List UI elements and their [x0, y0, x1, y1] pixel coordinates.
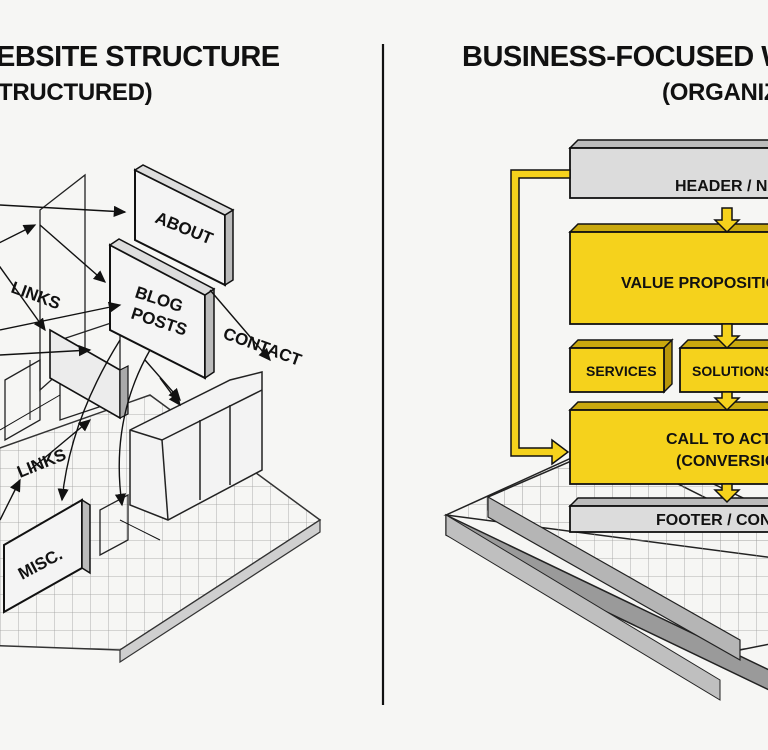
arrow: [114, 349, 151, 507]
value-proposition-block: VALUE PROPOSITION: [568, 223, 768, 325]
links-top-label: LINKS: [9, 278, 63, 313]
cta-label-line1: CALL TO ACTIO: [666, 431, 768, 448]
header-label: HEADER / NA: [675, 178, 768, 195]
services-block: SERVICES: [568, 338, 674, 394]
flow-arrow-down-4: [713, 483, 741, 504]
header-block: HEADER / NA: [568, 139, 768, 199]
arrow: [159, 377, 181, 407]
left-subtitle: TRUCTURED): [0, 79, 152, 106]
left-panel: EBSITE STRUCTURE TRUCTURED): [0, 41, 322, 664]
flow-arrow-down-2: [713, 323, 741, 350]
cta-label-line2: (CONVERSION: [676, 453, 768, 470]
arrow: [0, 224, 37, 244]
arrow: [0, 301, 122, 331]
solutions-label: SOLUTIONS: [692, 363, 768, 379]
services-label: SERVICES: [586, 363, 657, 379]
footer-block: FOOTER / CONT: [568, 497, 768, 533]
footer-label: FOOTER / CONT: [656, 512, 768, 529]
small-card: [49, 328, 129, 420]
flow-arrow-down-1: [713, 207, 741, 234]
arrow: [0, 345, 92, 357]
wireframe-box-center: [129, 371, 263, 521]
misc-panel: MISC.: [3, 498, 91, 614]
right-title: BUSINESS-FOCUSED WEI: [462, 41, 768, 73]
arrow: [0, 204, 127, 217]
wire-lines: [0, 360, 161, 541]
arrow: [39, 224, 107, 283]
value-proposition-label: VALUE PROPOSITION: [621, 275, 768, 292]
arrow: [144, 359, 181, 402]
right-subtitle: (ORGANIZE: [662, 79, 768, 106]
right-panel: BUSINESS-FOCUSED WEI (ORGANIZE HEADER / …: [443, 41, 768, 701]
arrow: [0, 265, 46, 332]
contact-label: CONTACT: [221, 324, 305, 370]
arrow: [29, 419, 92, 471]
arrow: [0, 478, 21, 521]
solutions-block: SOLUTIONS: [678, 339, 768, 393]
flow-arrows: [510, 169, 741, 504]
loop-arrow: [510, 169, 571, 466]
call-to-action-block: CALL TO ACTIO (CONVERSION: [568, 401, 768, 485]
blog-posts-panel: BLOG POSTS: [108, 238, 216, 380]
arrow: [209, 289, 271, 362]
about-panel: ABOUT: [133, 164, 235, 287]
flow-arrow-down-3: [713, 391, 741, 412]
left-title: EBSITE STRUCTURE: [0, 41, 280, 73]
chaotic-arrows: [0, 204, 271, 521]
